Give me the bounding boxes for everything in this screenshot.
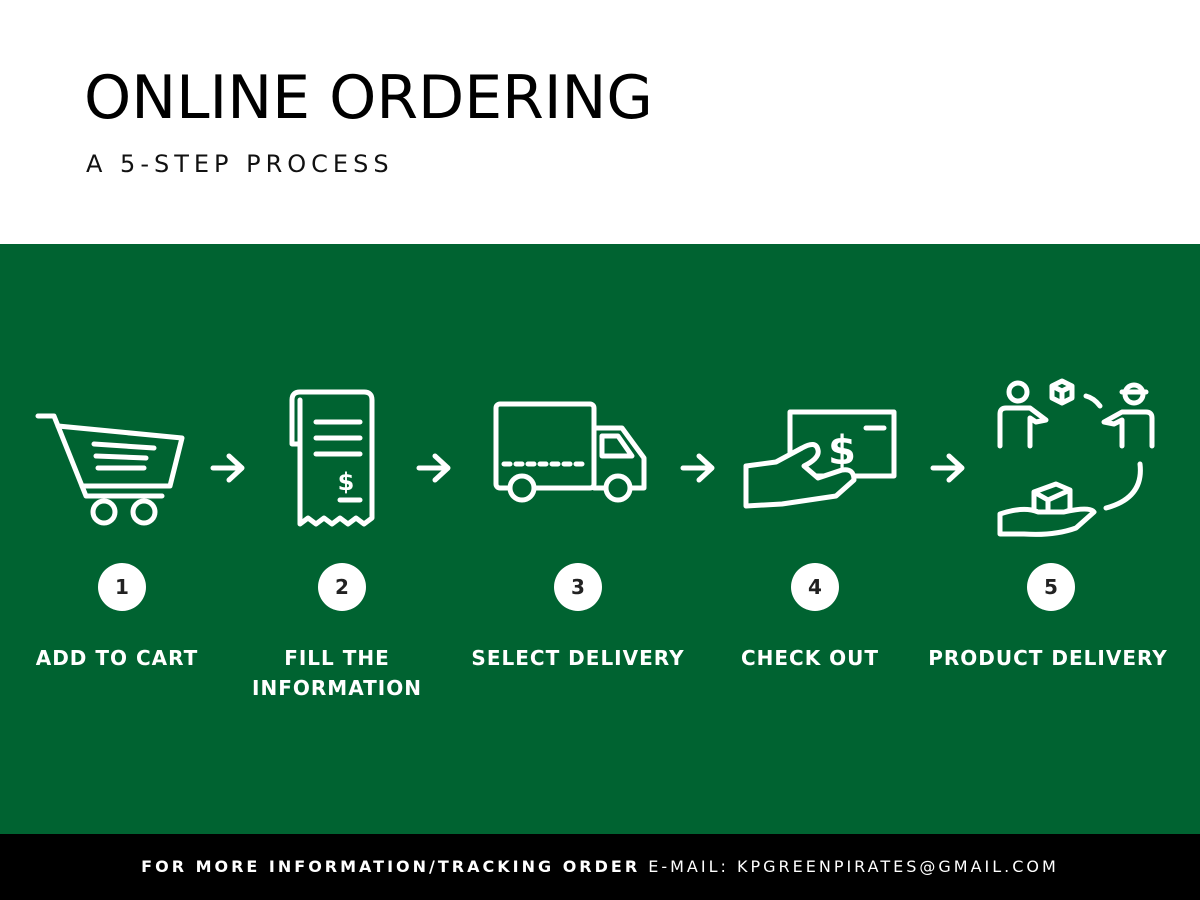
footer-info-text: FOR MORE INFORMATION/TRACKING ORDER [141, 857, 641, 876]
svg-text:$: $ [338, 468, 355, 496]
step-number-badge: 5 [1027, 563, 1075, 611]
step-label: PRODUCT DELIVERY [928, 646, 1168, 670]
footer-email: E-MAIL: KPGREENPIRATES@GMAIL.COM [640, 857, 1059, 876]
shopping-cart-icon [34, 408, 186, 528]
step-label-line2: INFORMATION [252, 676, 422, 700]
step-label: CHECK OUT [740, 646, 880, 670]
step-label: ADD TO CART [35, 646, 199, 670]
step-number-badge: 3 [554, 563, 602, 611]
arrow-right-icon [930, 452, 966, 488]
step-number-badge: 1 [98, 563, 146, 611]
page-subtitle: A 5-STEP PROCESS [86, 150, 394, 178]
step-number-badge: 4 [791, 563, 839, 611]
page-title: ONLINE ORDERING [84, 63, 653, 133]
step-label-line1: FILL THE [284, 646, 390, 670]
step-number-badge: 2 [318, 563, 366, 611]
arrow-right-icon [680, 452, 716, 488]
arrow-right-icon [210, 452, 246, 488]
step-label: SELECT DELIVERY [471, 646, 685, 670]
header: ONLINE ORDERING A 5-STEP PROCESS [0, 0, 1200, 244]
svg-text:$: $ [828, 428, 856, 474]
handover-package-icon [994, 378, 1160, 540]
receipt-icon: $ [286, 388, 378, 530]
arrow-right-icon [416, 452, 452, 488]
steps-band [0, 244, 1200, 834]
delivery-truck-icon [492, 400, 650, 506]
footer-contact: FOR MORE INFORMATION/TRACKING ORDER E-MA… [0, 834, 1200, 900]
footer: FOR MORE INFORMATION/TRACKING ORDER E-MA… [0, 834, 1200, 900]
payment-hand-icon: $ [742, 406, 900, 512]
